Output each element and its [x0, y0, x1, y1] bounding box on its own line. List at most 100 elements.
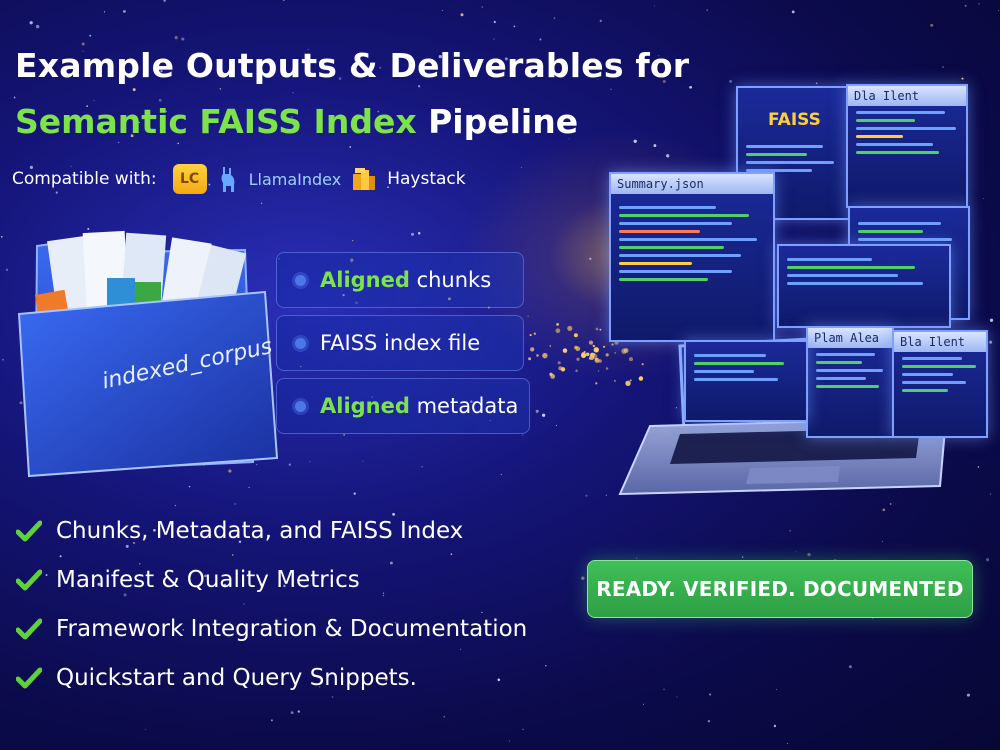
star — [256, 464, 258, 466]
star — [228, 469, 232, 473]
spark — [528, 357, 532, 361]
star — [319, 686, 321, 688]
star — [19, 401, 23, 405]
star — [807, 553, 811, 557]
star — [300, 365, 302, 368]
spark — [592, 344, 595, 347]
star — [460, 13, 464, 17]
star — [527, 315, 529, 317]
pill-rest: chunks — [409, 268, 492, 292]
star — [481, 611, 483, 614]
star — [541, 413, 546, 417]
checkmark-icon — [16, 667, 42, 688]
star — [522, 434, 524, 436]
star — [182, 629, 184, 631]
title-line-2: Semantic FAISS Index Pipeline — [15, 102, 578, 141]
star — [103, 11, 106, 13]
star — [138, 562, 141, 565]
spark — [549, 372, 553, 376]
star — [81, 42, 85, 46]
star — [238, 540, 242, 544]
star — [5, 268, 9, 271]
star — [351, 262, 353, 263]
star — [497, 678, 501, 682]
star — [675, 407, 678, 409]
star — [288, 463, 291, 466]
spark — [575, 369, 578, 373]
star — [513, 25, 516, 28]
spark — [611, 343, 614, 346]
checkmark-icon — [16, 569, 42, 590]
star — [165, 110, 167, 113]
star — [142, 181, 145, 184]
star — [421, 466, 423, 468]
star — [508, 740, 510, 742]
spark — [549, 345, 552, 347]
star — [270, 719, 273, 722]
star — [599, 19, 602, 23]
star — [642, 703, 644, 705]
code-screen-laptop-left — [684, 340, 808, 422]
spark — [573, 333, 578, 338]
star — [889, 503, 892, 505]
star — [123, 593, 127, 597]
star — [742, 556, 744, 558]
spark — [560, 367, 566, 372]
star — [489, 420, 491, 422]
bullet-dot-icon — [295, 274, 306, 286]
spark — [575, 346, 581, 352]
star — [961, 77, 964, 80]
star — [599, 328, 602, 331]
star — [122, 9, 126, 13]
star — [291, 116, 293, 118]
star — [776, 689, 778, 691]
star — [535, 409, 539, 413]
star — [786, 742, 788, 745]
pill-rest: metadata — [409, 394, 519, 418]
spark — [605, 353, 609, 357]
checkmark-icon — [16, 520, 42, 541]
spark — [628, 357, 634, 362]
star — [438, 54, 442, 59]
code-screen-laptop — [777, 244, 951, 328]
status-badge: READY. VERIFIED. DOCUMENTED — [587, 560, 973, 618]
star — [387, 186, 389, 189]
star — [229, 622, 231, 624]
star — [447, 297, 451, 301]
compatible-label: Compatible with: — [12, 169, 157, 189]
star — [977, 466, 980, 468]
star — [87, 227, 90, 230]
star — [243, 603, 245, 605]
spark — [593, 347, 599, 353]
star — [983, 198, 985, 199]
spark — [592, 353, 598, 359]
star — [481, 6, 483, 8]
deliverable-pill-metadata: Aligned metadata — [276, 378, 530, 434]
star — [97, 582, 101, 586]
star — [815, 82, 818, 84]
summary-json-screen: Summary.json — [609, 172, 775, 342]
star — [662, 79, 666, 84]
star — [470, 400, 473, 403]
star — [82, 50, 84, 52]
star — [663, 688, 665, 690]
star — [848, 665, 852, 669]
star — [658, 55, 660, 57]
spark — [638, 376, 644, 381]
star — [553, 17, 556, 19]
star — [138, 122, 140, 124]
spark — [588, 340, 594, 345]
star — [795, 551, 797, 553]
star — [93, 99, 95, 101]
pill-text: FAISS index file — [320, 331, 480, 355]
spark — [567, 325, 573, 331]
screen-title: Plam Alea — [808, 328, 892, 348]
star — [392, 513, 395, 516]
star — [417, 85, 421, 88]
star — [568, 138, 570, 140]
star — [379, 66, 382, 69]
star — [773, 724, 777, 728]
star — [589, 257, 592, 261]
star — [331, 696, 334, 698]
code-screen-top: Dla Ilent — [846, 84, 968, 208]
